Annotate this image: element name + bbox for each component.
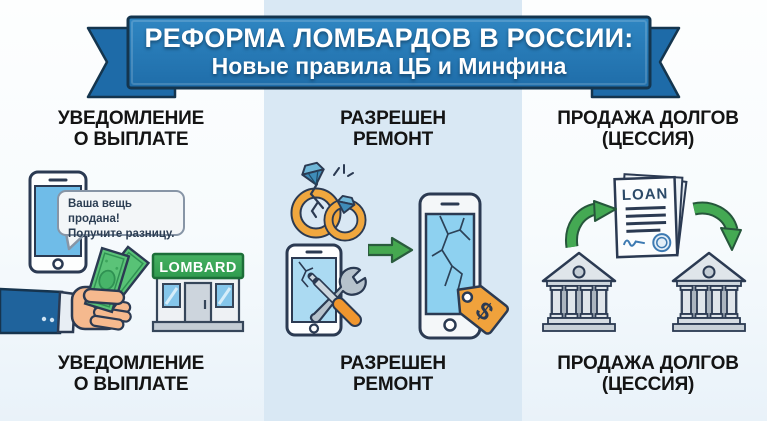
pawnshop-building-icon: LOMBARD (151, 252, 245, 333)
middle-column-title-bottom: РАЗРЕШЕН РЕМОНТ (340, 353, 446, 395)
shop-sign (151, 252, 245, 280)
screwdriver-icon (307, 272, 362, 327)
right-column-title-bottom: ПРОДАЖА ДОЛГОВ (ЦЕССИЯ) (557, 353, 739, 395)
cracked-phone-tools-icon (285, 243, 367, 337)
left-column-title-bottom: УВЕДОМЛЕНИЕ О ВЫПЛАТЕ (57, 353, 205, 395)
speech-bubble-icon: Ваша вещь продана! Получите разницу. (57, 190, 185, 240)
banner-subtitle-line2: Новые правила ЦБ и Минфина (211, 53, 567, 79)
middle-column-title-top: РАЗРЕШЕН РЕМОНТ (340, 108, 446, 150)
left-column-title-top: УВЕДОМЛЕНИЕ О ВЫПЛАТЕ (57, 108, 205, 150)
seal-stamp-icon (652, 233, 672, 253)
bank-building-icon (541, 251, 617, 332)
wrench-icon (309, 266, 367, 324)
price-tag-icon: $ (456, 284, 509, 335)
banner-ribbon (86, 15, 681, 99)
curved-arrow-down-icon (692, 201, 742, 251)
broken-rings-icon (290, 161, 367, 242)
banner-title-line1: РЕФОРМА ЛОМБАРДОВ В РОССИИ: (144, 23, 634, 53)
right-column-title-top: ПРОДАЖА ДОЛГОВ (ЦЕССИЯ) (557, 108, 739, 150)
notification-text: Ваша вещь продана! Получите разницу. (68, 198, 175, 240)
signature-squiggle (622, 239, 645, 247)
loan-document-icon: LOAN (613, 173, 688, 259)
diamond-icon (301, 161, 325, 186)
arrow-right-icon (368, 236, 414, 264)
diamond-icon (336, 194, 356, 214)
bank-building-icon (671, 251, 747, 332)
banner-title: РЕФОРМА ЛОМБАРДОВ В РОССИИ: Новые правил… (128, 23, 650, 80)
ribbon-body (126, 15, 652, 90)
hand-with-money-icon (0, 245, 151, 335)
shop-sign-label: LOMBARD (159, 260, 237, 276)
loan-label: LOAN (622, 185, 669, 204)
curved-arrow-up-icon (565, 200, 617, 248)
